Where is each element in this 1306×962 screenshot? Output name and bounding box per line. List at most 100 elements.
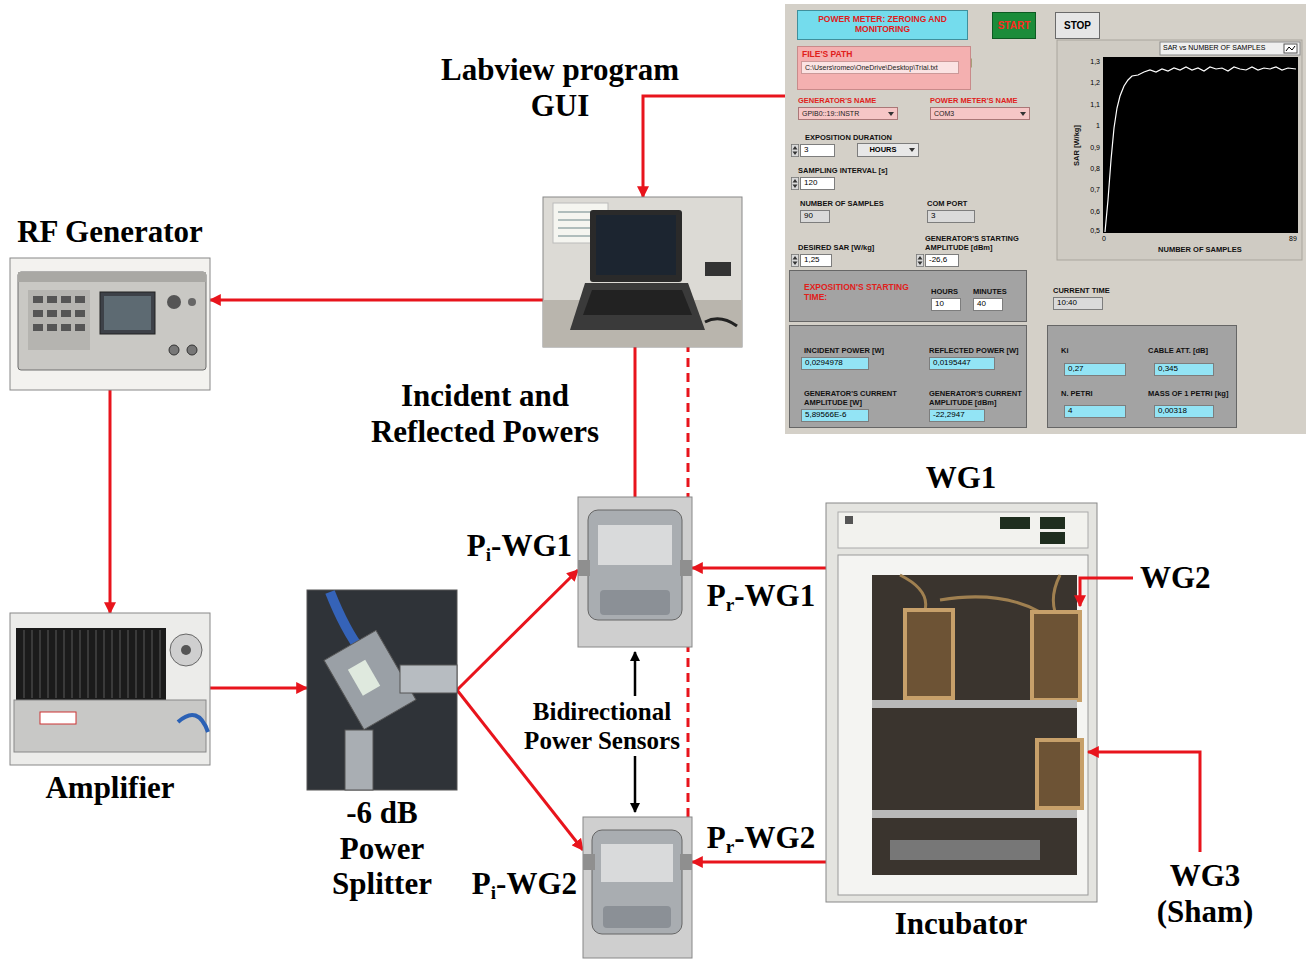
text-holder: 0,27 [1065,364,1125,375]
photo-box: Pi-WG1 [578,497,692,647]
gui-window-ground [791,177,798,189]
text-holder: GENERATOR'S STARTING AMPLITUDE [dBm] [925,234,1050,252]
text-holder: 89 [1283,235,1303,243]
node-label: N. PETRI [1061,389,1093,398]
rf-generator-photo [61,324,71,331]
node-label: MASS OF 1 PETRI [kg] [1148,389,1228,398]
connector [457,570,578,690]
gui-window-ground [1057,40,1302,260]
node-label: RF Generator [17,214,203,249]
dropdown-field: COM3 [930,107,1030,120]
rf-generator-photo [75,296,85,303]
free-label: 89 [1289,235,1297,242]
amplifier-photo [178,715,208,732]
text-holder: STOP [1056,13,1099,38]
text-holder: 0,8 [1076,165,1100,173]
group-panel: INCIDENT POWER [W]REFLECTED POWER [W]GEN… [789,325,1027,428]
power-sensor-photo [680,560,692,576]
photo-box: WG1Incubator [826,503,1097,902]
gui-window: GENERATOR'S NAMEPOWER METER'S NAMEEXPOSI… [785,4,1306,434]
node-label: GENERATOR'S CURRENT AMPLITUDE [W] [804,389,897,407]
incubator-photo [1040,532,1065,544]
incubator-photo [838,512,1088,548]
edge-label: Pr-WG2 [707,820,815,855]
node-label: Pi-WG2 [472,866,577,901]
free-label: 0,6 [1090,208,1100,215]
node-label: Labview program GUI [441,52,679,123]
subscript: i [486,544,491,565]
field-value: 0,27 [1068,365,1084,374]
text-holder: CABLE ATT. [dB] [1148,346,1234,355]
incubator-photo [890,840,1040,860]
text-holder: 0,7 [1076,186,1100,194]
text-holder: 0,0294978 [802,358,868,369]
power-sensor-photo [583,854,595,870]
text-holder: COM3 [931,108,1029,119]
legend-label: SAR vs NUMBER OF SAMPLES [1163,44,1265,51]
free-label: 0,8 [1090,165,1100,172]
value-field: 120 [800,177,835,190]
text-holder: Pr-WG1 [698,578,824,614]
value-field: C:\Users\romeo\OneDrive\Desktop\Trial.tx… [801,61,959,74]
laptop-photo [705,319,737,326]
text-holder: DESIRED SAR [W/kg] [798,243,908,252]
incubator-photo [826,503,1097,902]
free-label: 1,2 [1090,79,1100,86]
field-value: -26,6 [929,256,947,265]
text-holder: WG2 [1140,560,1230,596]
amplifier-photo [181,645,191,655]
power-splitter-photo [400,665,457,693]
value-field: 0,345 [1154,363,1214,376]
text-holder: C:\Users\romeo\OneDrive\Desktop\Trial.tx… [802,62,958,73]
free-label: 0,7 [1090,186,1100,193]
node-label: WG1 [926,460,997,495]
laptop-photo [543,197,742,347]
power-sensor-photo [583,817,692,958]
photo-box: -6 dB Power Splitter [307,590,457,790]
rf-generator-photo [18,272,206,282]
text-holder: SAR [W/kg] [1072,105,1081,185]
subscript: r [726,836,735,857]
text-holder: 5,89566E-6 [802,410,868,421]
rf-generator-photo [75,324,85,331]
text-holder: Incubator [861,906,1061,942]
amplifier-photo [10,613,210,765]
power-splitter-photo [307,590,457,790]
power-sensor-photo [588,510,682,620]
gui-window-ground [791,254,798,266]
text-holder: 0 [1094,235,1114,243]
text-holder: 1 [1076,122,1100,130]
gui-window-ground [916,254,923,266]
incubator-photo [872,700,1077,708]
value-field: 3 [800,144,835,157]
rf-generator-photo [47,296,57,303]
text-holder: WG1 [861,460,1061,496]
node-label: GENERATOR'S STARTING AMPLITUDE [dBm] [925,234,1019,252]
field-value: 90 [804,212,813,221]
button: START [992,12,1036,39]
field-value: 1,25 [804,256,820,265]
subscript: i [491,882,496,903]
path-control: FILE'S PATH C:\Users\romeo\OneDrive\Deskt… [797,46,971,90]
text-holder: 0,9 [1076,144,1100,152]
incubator-photo [838,555,1088,895]
connector [210,687,307,690]
incubator-photo [905,610,953,698]
value-field: 0,0294978 [801,357,869,370]
node-label: DESIRED SAR [W/kg] [798,243,874,252]
text-holder: FILE'S PATH [802,49,922,59]
field-value: STOP [1064,20,1091,31]
field-value: HOURS [869,146,896,154]
free-label: 1,1 [1090,101,1100,108]
text-holder: WG3 (Sham) [1145,858,1265,929]
free-label: WG2 [1140,560,1211,595]
group-panel: EXPOSITION'S STARTING TIME:HOURSMINUTES1… [789,270,1027,322]
text-holder: 0,345 [1155,364,1213,375]
text-holder: -6 dB Power Splitter [312,795,452,902]
text-holder: 90 [801,211,829,222]
value-field: 40 [973,298,1003,311]
incubator-photo [826,503,1097,902]
gui-window-ground [1284,44,1297,53]
